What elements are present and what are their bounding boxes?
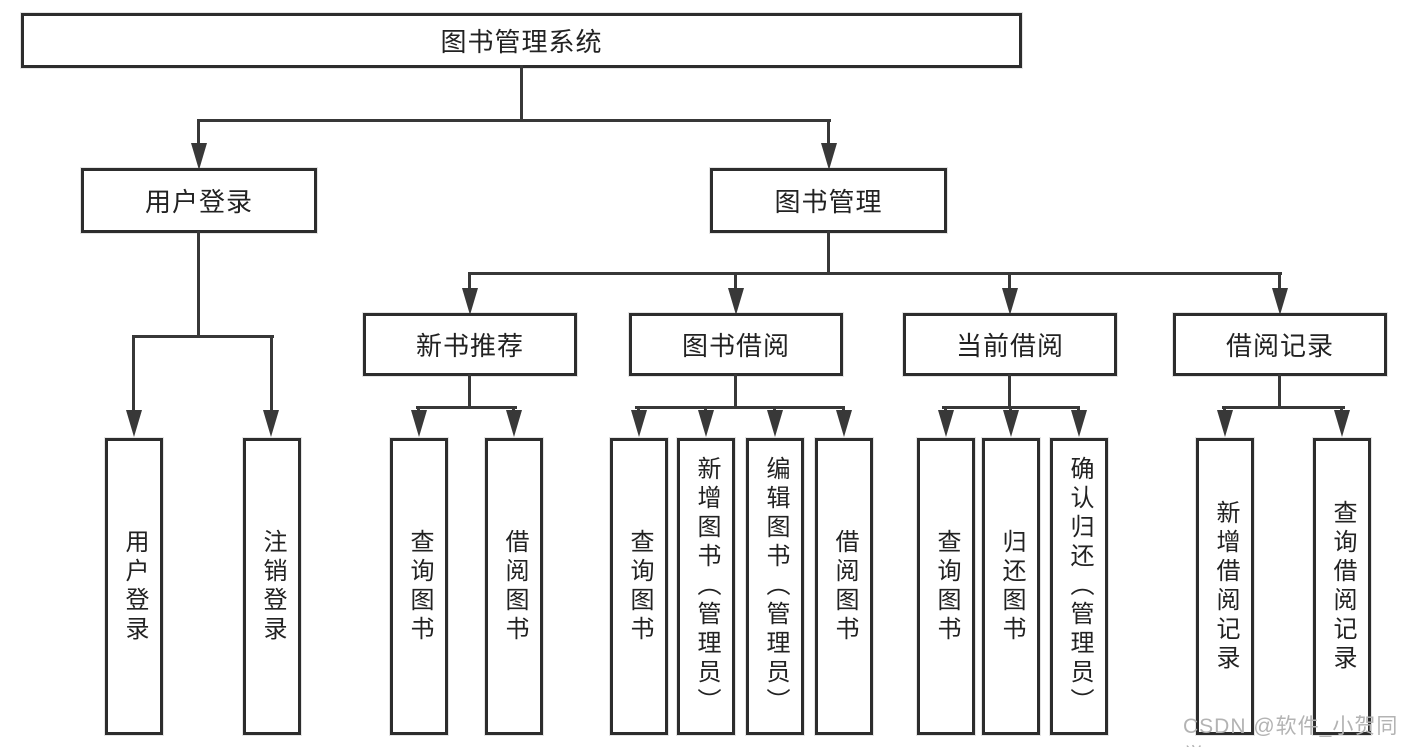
arrow-down-icon bbox=[1217, 410, 1233, 437]
leaf-borrow-books-recommend: 借阅图书 bbox=[485, 438, 543, 735]
arrow-down-icon bbox=[821, 143, 837, 170]
arrow-down-icon bbox=[462, 288, 478, 315]
connector-line bbox=[827, 119, 830, 147]
arrow-down-icon bbox=[411, 410, 427, 437]
node-label: 新书推荐 bbox=[415, 331, 524, 361]
connector-line bbox=[1008, 272, 1011, 291]
leaf-add-borrow-record: 新增借阅记录 bbox=[1196, 438, 1254, 735]
node-label: 查询借阅记录 bbox=[1329, 499, 1356, 674]
node-label: 图书管理 bbox=[774, 187, 883, 217]
arrow-down-icon bbox=[126, 410, 142, 437]
node-label: 查询图书 bbox=[933, 528, 960, 645]
node-label: 图书借阅 bbox=[681, 331, 790, 361]
arrow-down-icon bbox=[836, 410, 852, 437]
connector-line bbox=[520, 65, 523, 121]
connector-line bbox=[197, 119, 831, 122]
leaf-confirm-return-admin: 确认归还（管理员） bbox=[1050, 438, 1108, 735]
arrow-down-icon bbox=[1071, 410, 1087, 437]
node-label: 查询图书 bbox=[626, 528, 653, 645]
leaf-add-books-admin: 新增图书（管理员） bbox=[677, 438, 735, 735]
node-user-login: 用户登录 bbox=[81, 168, 317, 233]
node-label: 新增图书（管理员） bbox=[693, 456, 720, 717]
arrow-down-icon bbox=[1272, 288, 1288, 315]
connector-line bbox=[734, 374, 737, 408]
connector-line bbox=[468, 272, 471, 291]
node-label: 注销登录 bbox=[259, 528, 286, 645]
connector-line bbox=[734, 272, 737, 291]
connector-line bbox=[468, 374, 471, 408]
arrow-down-icon bbox=[767, 410, 783, 437]
connector-line bbox=[132, 335, 274, 338]
connector-line bbox=[1278, 272, 1281, 291]
connector-line bbox=[270, 335, 273, 415]
node-label: 用户登录 bbox=[121, 528, 148, 645]
connector-line bbox=[132, 335, 135, 415]
connector-line bbox=[827, 231, 830, 274]
connector-line bbox=[1008, 374, 1011, 408]
node-label: 确认归还（管理员） bbox=[1066, 456, 1093, 717]
arrow-down-icon bbox=[191, 143, 207, 170]
leaf-user-login: 用户登录 bbox=[105, 438, 163, 735]
arrow-down-icon bbox=[1334, 410, 1350, 437]
node-label: 归还图书 bbox=[998, 528, 1025, 645]
leaf-query-books-borrowing: 查询图书 bbox=[610, 438, 668, 735]
node-label: 查询图书 bbox=[406, 528, 433, 645]
node-label: 借阅图书 bbox=[831, 528, 858, 645]
arrow-down-icon bbox=[1002, 288, 1018, 315]
node-label: 图书管理系统 bbox=[440, 27, 603, 57]
node-book-borrowing: 图书借阅 bbox=[629, 313, 843, 376]
leaf-query-borrow-record: 查询借阅记录 bbox=[1313, 438, 1371, 735]
node-library-system: 图书管理系统 bbox=[21, 13, 1022, 68]
leaf-edit-books-admin: 编辑图书（管理员） bbox=[746, 438, 804, 735]
node-book-management: 图书管理 bbox=[710, 168, 947, 233]
node-label: 借阅记录 bbox=[1225, 331, 1334, 361]
node-label: 编辑图书（管理员） bbox=[762, 456, 789, 717]
arrow-down-icon bbox=[631, 410, 647, 437]
connector-line bbox=[1278, 374, 1281, 408]
node-label: 新增借阅记录 bbox=[1212, 499, 1239, 674]
connector-line bbox=[197, 231, 200, 337]
leaf-query-books-current: 查询图书 bbox=[917, 438, 975, 735]
node-borrowing-records: 借阅记录 bbox=[1173, 313, 1387, 376]
arrow-down-icon bbox=[698, 410, 714, 437]
arrow-down-icon bbox=[263, 410, 279, 437]
leaf-borrow-books-borrowing: 借阅图书 bbox=[815, 438, 873, 735]
csdn-watermark: CSDN @软件_小贺同学 bbox=[1183, 715, 1399, 747]
leaf-query-books-recommend: 查询图书 bbox=[390, 438, 448, 735]
arrow-down-icon bbox=[1003, 410, 1019, 437]
connector-line bbox=[416, 406, 517, 409]
leaf-return-books: 归还图书 bbox=[982, 438, 1040, 735]
connector-line bbox=[468, 272, 1282, 275]
connector-line bbox=[635, 406, 845, 409]
node-label: 用户登录 bbox=[144, 187, 253, 217]
node-label: 当前借阅 bbox=[955, 331, 1064, 361]
connector-line bbox=[197, 119, 200, 147]
arrow-down-icon bbox=[728, 288, 744, 315]
arrow-down-icon bbox=[506, 410, 522, 437]
node-new-book-recommendation: 新书推荐 bbox=[363, 313, 577, 376]
node-label: 借阅图书 bbox=[501, 528, 528, 645]
leaf-logout: 注销登录 bbox=[243, 438, 301, 735]
arrow-down-icon bbox=[938, 410, 954, 437]
connector-line bbox=[1222, 406, 1345, 409]
node-current-borrowing: 当前借阅 bbox=[903, 313, 1117, 376]
